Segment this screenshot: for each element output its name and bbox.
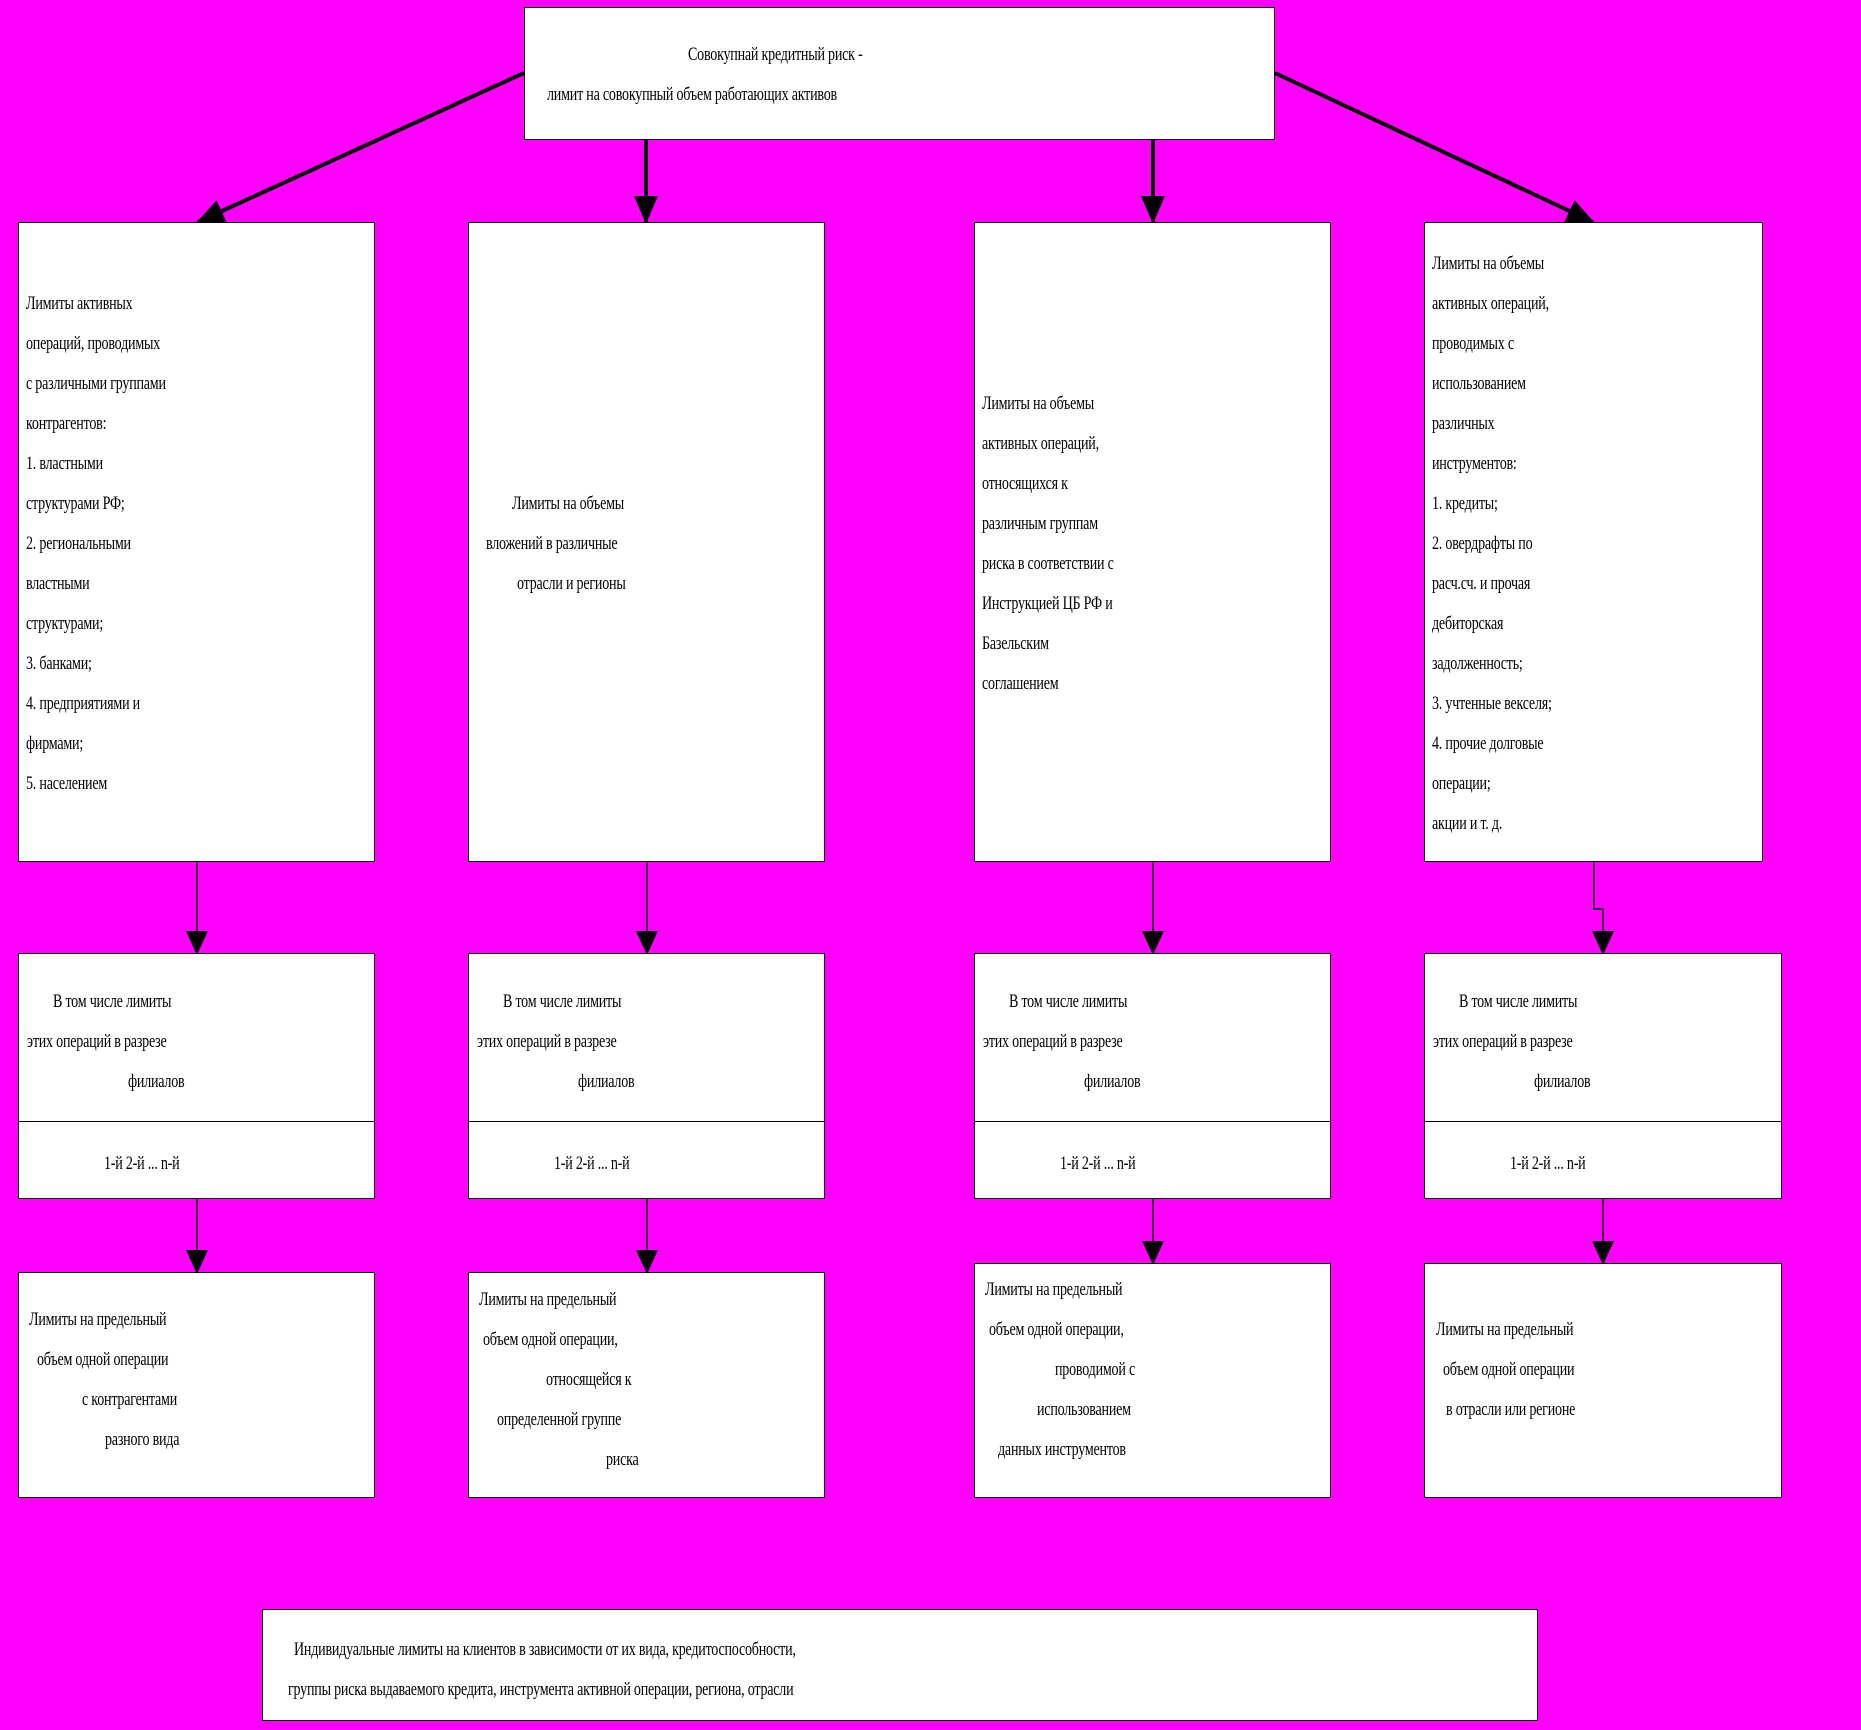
instrument-limits-line-9: расч.сч. и прочая bbox=[1432, 573, 1531, 594]
total-credit-risk-line-1: Совокупнай кредитный риск - bbox=[688, 44, 863, 65]
branch-limits-2-line-1: В том числе лимиты bbox=[503, 991, 622, 1012]
counterparty-limits-line-7: 2. региональными bbox=[26, 533, 131, 554]
risk-group-limits-line-7: Базельским bbox=[982, 633, 1049, 654]
total-credit-risk-box: Совокупнай кредитный риск - лимит на сов… bbox=[524, 7, 1275, 140]
single-operation-limit-4-line-3: в отрасли или регионе bbox=[1446, 1399, 1576, 1420]
risk-group-limits-line-8: соглашением bbox=[982, 673, 1059, 694]
branch-limits-box-1: В том числе лимиты этих операций в разре… bbox=[18, 953, 375, 1199]
risk-group-limits-box: Лимиты на объемы активных операций, отно… bbox=[974, 222, 1331, 862]
instrument-limits-line-3: проводимых с bbox=[1432, 333, 1514, 354]
branch-numbers-2: 1-й 2-й ... n-й bbox=[554, 1153, 630, 1174]
single-operation-limit-4-line-1: Лимиты на предельный bbox=[1436, 1319, 1574, 1340]
single-operation-limit-3-line-5: данных инструментов bbox=[998, 1439, 1126, 1460]
risk-group-limits-line-5: риска в соответствии с bbox=[982, 553, 1114, 574]
risk-group-limits-line-2: активных операций, bbox=[982, 433, 1099, 454]
branch-limits-2-line-3: филиалов bbox=[578, 1071, 635, 1092]
branch-limits-2-divider bbox=[469, 1121, 824, 1122]
arrow-top-to-col1 bbox=[196, 71, 525, 224]
counterparty-limits-line-6: структурами РФ; bbox=[26, 493, 125, 514]
sector-region-limits-line-3: отрасли и регионы bbox=[517, 573, 626, 594]
counterparty-limits-line-4: контрагентов: bbox=[26, 413, 107, 434]
instrument-limits-line-15: акции и т. д. bbox=[1432, 813, 1503, 834]
branch-numbers-1: 1-й 2-й ... n-й bbox=[104, 1153, 180, 1174]
branch-limits-4-line-1: В том числе лимиты bbox=[1459, 991, 1578, 1012]
risk-group-limits-line-1: Лимиты на объемы bbox=[982, 393, 1095, 414]
single-operation-limit-3-line-3: проводимой с bbox=[1055, 1359, 1135, 1380]
branch-limits-3-line-2: этих операций в разрезе bbox=[983, 1031, 1123, 1052]
instrument-limits-line-8: 2. овердрафты по bbox=[1432, 533, 1533, 554]
single-operation-limit-box-3: Лимиты на предельный объем одной операци… bbox=[974, 1263, 1331, 1498]
counterparty-limits-line-12: фирмами; bbox=[26, 733, 84, 754]
counterparty-limits-line-5: 1. властными bbox=[26, 453, 103, 474]
single-operation-limit-3-line-2: объем одной операции, bbox=[989, 1319, 1124, 1340]
branch-limits-1-divider bbox=[19, 1121, 374, 1122]
risk-group-limits-line-4: различным группам bbox=[982, 513, 1098, 534]
branch-limits-box-3: В том числе лимиты этих операций в разре… bbox=[974, 953, 1331, 1199]
instrument-limits-line-5: различных bbox=[1432, 413, 1495, 434]
branch-limits-2-line-2: этих операций в разрезе bbox=[477, 1031, 617, 1052]
risk-group-limits-line-6: Инструкцией ЦБ РФ и bbox=[982, 593, 1113, 614]
counterparty-limits-line-9: структурами; bbox=[26, 613, 104, 634]
branch-numbers-3: 1-й 2-й ... n-й bbox=[1060, 1153, 1136, 1174]
single-operation-limit-box-1: Лимиты на предельный объем одной операци… bbox=[18, 1272, 375, 1498]
single-operation-limit-3-line-1: Лимиты на предельный bbox=[985, 1279, 1123, 1300]
single-operation-limit-2-line-5: риска bbox=[606, 1449, 639, 1470]
branch-limits-1-line-3: филиалов bbox=[128, 1071, 185, 1092]
counterparty-limits-line-3: с различными группами bbox=[26, 373, 166, 394]
single-operation-limit-box-4: Лимиты на предельный объем одной операци… bbox=[1424, 1263, 1782, 1498]
single-operation-limit-2-line-2: объем одной операции, bbox=[483, 1329, 618, 1350]
sector-region-limits-box: Лимиты на объемы вложений в различные от… bbox=[468, 222, 825, 862]
branch-limits-box-2: В том числе лимиты этих операций в разре… bbox=[468, 953, 825, 1199]
counterparty-limits-box: Лимиты активных операций, проводимых с р… bbox=[18, 222, 375, 862]
single-operation-limit-1-line-4: разного вида bbox=[105, 1429, 180, 1450]
counterparty-limits-line-13: 5. населением bbox=[26, 773, 108, 794]
risk-group-limits-line-3: относящихся к bbox=[982, 473, 1068, 494]
branch-limits-1-line-2: этих операций в разрезе bbox=[27, 1031, 167, 1052]
instrument-limits-line-14: операции; bbox=[1432, 773, 1491, 794]
instrument-limits-line-12: 3. учтенные векселя; bbox=[1432, 693, 1552, 714]
single-operation-limit-2-line-1: Лимиты на предельный bbox=[479, 1289, 617, 1310]
single-operation-limit-2-line-4: определенной группе bbox=[497, 1409, 622, 1430]
single-operation-limit-box-2: Лимиты на предельный объем одной операци… bbox=[468, 1272, 825, 1498]
instrument-limits-line-1: Лимиты на объемы bbox=[1432, 253, 1545, 274]
branch-limits-3-line-1: В том числе лимиты bbox=[1009, 991, 1128, 1012]
instrument-limits-line-2: активных операций, bbox=[1432, 293, 1549, 314]
branch-limits-3-divider bbox=[975, 1121, 1330, 1122]
branch-limits-1-line-1: В том числе лимиты bbox=[53, 991, 172, 1012]
counterparty-limits-line-10: 3. банками; bbox=[26, 653, 92, 674]
counterparty-limits-line-11: 4. предприятиями и bbox=[26, 693, 140, 714]
individual-client-limits-line-2: группы риска выдаваемого кредита, инстру… bbox=[288, 1679, 794, 1700]
instrument-limits-line-7: 1. кредиты; bbox=[1432, 493, 1498, 514]
instrument-limits-line-10: дебиторская bbox=[1432, 613, 1504, 634]
branch-limits-4-line-2: этих операций в разрезе bbox=[1433, 1031, 1573, 1052]
counterparty-limits-line-2: операций, проводимых bbox=[26, 333, 161, 354]
individual-client-limits-box: Индивидуальные лимиты на клиентов в зави… bbox=[262, 1609, 1538, 1721]
instrument-limits-line-6: инструментов: bbox=[1432, 453, 1517, 474]
branch-limits-4-divider bbox=[1425, 1121, 1781, 1122]
arrow-top-to-col4 bbox=[1274, 71, 1595, 224]
branch-limits-box-4: В том числе лимиты этих операций в разре… bbox=[1424, 953, 1782, 1199]
counterparty-limits-line-1: Лимиты активных bbox=[26, 293, 133, 314]
instrument-limits-box: Лимиты на объемы активных операций, пров… bbox=[1424, 222, 1763, 862]
single-operation-limit-1-line-3: с контрагентами bbox=[82, 1389, 178, 1410]
branch-limits-4-line-3: филиалов bbox=[1534, 1071, 1591, 1092]
single-operation-limit-3-line-4: использованием bbox=[1037, 1399, 1131, 1420]
sector-region-limits-line-2: вложений в различные bbox=[486, 533, 618, 554]
branch-numbers-4: 1-й 2-й ... n-й bbox=[1510, 1153, 1586, 1174]
branch-limits-3-line-3: филиалов bbox=[1084, 1071, 1141, 1092]
single-operation-limit-2-line-3: относящейся к bbox=[546, 1369, 632, 1390]
single-operation-limit-4-line-2: объем одной операции bbox=[1443, 1359, 1575, 1380]
sector-region-limits-line-1: Лимиты на объемы bbox=[512, 493, 625, 514]
instrument-limits-line-4: использованием bbox=[1432, 373, 1526, 394]
individual-client-limits-line-1: Индивидуальные лимиты на клиентов в зави… bbox=[294, 1639, 796, 1660]
instrument-limits-line-11: задолженность; bbox=[1432, 653, 1523, 674]
counterparty-limits-line-8: властными bbox=[26, 573, 90, 594]
instrument-limits-line-13: 4. прочие долговые bbox=[1432, 733, 1544, 754]
arrow-col4-to-branch bbox=[1592, 862, 1614, 955]
single-operation-limit-1-line-1: Лимиты на предельный bbox=[29, 1309, 167, 1330]
total-credit-risk-line-2: лимит на совокупный объем работающих акт… bbox=[547, 84, 837, 105]
single-operation-limit-1-line-2: объем одной операции bbox=[37, 1349, 169, 1370]
